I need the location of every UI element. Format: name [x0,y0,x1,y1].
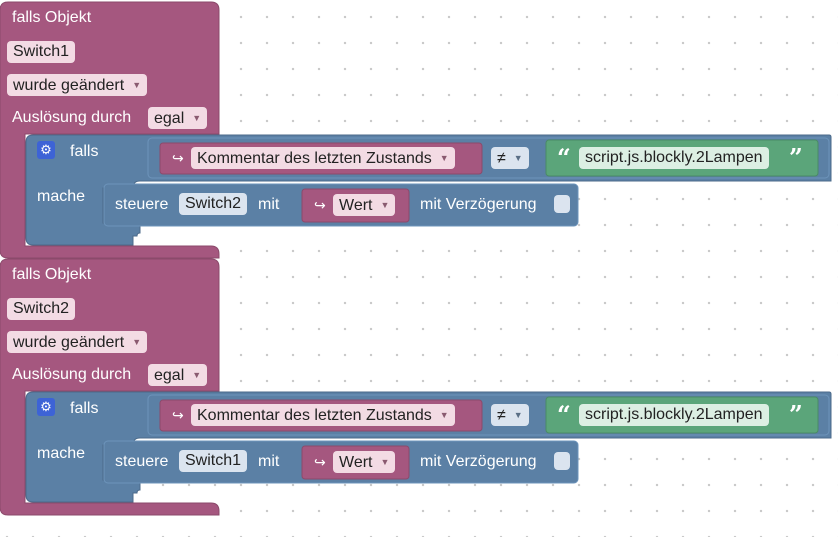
change-mode-value: wurde geändert [13,77,125,94]
do-label: mache [37,188,86,205]
value-arrow-icon: ↪ [314,454,326,470]
with-label: mit [258,196,280,213]
if-label: falls [70,143,99,160]
if-label: falls [70,400,99,417]
change-mode-value: wurde geändert [13,334,125,351]
variable-dropdown[interactable]: Kommentar des letzten Zustands ▼ [191,147,455,169]
dropdown-arrow-icon: ▼ [439,410,449,420]
do-label: mache [37,445,86,462]
delay-checkbox[interactable] [554,195,570,213]
text-input-field[interactable]: script.js.blockly.2Lampen [579,404,769,426]
variable-name: Kommentar des letzten Zustands [197,407,432,424]
ausloesung-dropdown[interactable]: egal ▼ [148,364,208,386]
quote-open-icon: “ [557,400,571,429]
operator-value: ≠ [497,407,506,424]
object-id-field[interactable]: Switch1 [7,41,76,63]
control-target-field[interactable]: Switch2 [179,193,248,215]
operator-dropdown[interactable]: ≠▼ [491,147,529,169]
value-arrow-icon: ↪ [314,197,326,213]
dropdown-arrow-icon: ▼ [513,153,523,163]
value-name: Wert [339,197,373,214]
variable-arrow-icon: ↪ [172,150,184,166]
text-input-field[interactable]: script.js.blockly.2Lampen [579,147,769,169]
ausloesung-label: Auslösung durch [12,109,132,126]
ausloesung-label: Auslösung durch [12,366,132,383]
ausloesung-value: egal [154,110,185,127]
control-label: steuere [115,196,169,213]
variable-arrow-icon: ↪ [172,407,184,423]
dropdown-arrow-icon: ▼ [192,113,202,123]
dropdown-arrow-icon: ▼ [513,410,523,420]
falls-objekt-label: falls Objekt [12,266,92,283]
control-label: steuere [115,453,169,470]
gear-icon[interactable]: ⚙ [37,141,55,159]
change-mode-dropdown[interactable]: wurde geändert ▼ [7,331,148,353]
dropdown-arrow-icon: ▼ [380,200,390,210]
delay-label: mit Verzögerung [420,196,537,213]
dropdown-arrow-icon: ▼ [132,337,142,347]
quote-close-icon: ” [789,400,803,429]
dropdown-arrow-icon: ▼ [380,457,390,467]
falls-objekt-label: falls Objekt [12,9,92,26]
operator-dropdown[interactable]: ≠▼ [491,404,529,426]
gear-icon[interactable]: ⚙ [37,398,55,416]
with-label: mit [258,453,280,470]
trigger-block-2[interactable]: falls Objekt Switch2 wurde geändert ▼ Aus… [0,257,838,519]
delay-label: mit Verzögerung [420,453,537,470]
value-name: Wert [339,454,373,471]
trigger-block-1[interactable]: falls Objekt Switch1 wurde geändert ▼ Aus… [0,0,838,259]
trigger-block-shape [0,258,832,516]
operator-value: ≠ [497,150,506,167]
ausloesung-value: egal [154,367,185,384]
variable-dropdown[interactable]: Kommentar des letzten Zustands ▼ [191,404,455,426]
control-target-field[interactable]: Switch1 [179,450,248,472]
value-dropdown[interactable]: Wert ▼ [333,451,396,473]
variable-name: Kommentar des letzten Zustands [197,150,432,167]
quote-close-icon: ” [789,143,803,172]
quote-open-icon: “ [557,143,571,172]
dropdown-arrow-icon: ▼ [439,153,449,163]
dropdown-arrow-icon: ▼ [132,80,142,90]
value-dropdown[interactable]: Wert ▼ [333,194,396,216]
delay-checkbox[interactable] [554,452,570,470]
object-id-field[interactable]: Switch2 [7,298,76,320]
dropdown-arrow-icon: ▼ [192,370,202,380]
change-mode-dropdown[interactable]: wurde geändert ▼ [7,74,148,96]
trigger-block-shape [0,1,832,259]
ausloesung-dropdown[interactable]: egal ▼ [148,107,208,129]
